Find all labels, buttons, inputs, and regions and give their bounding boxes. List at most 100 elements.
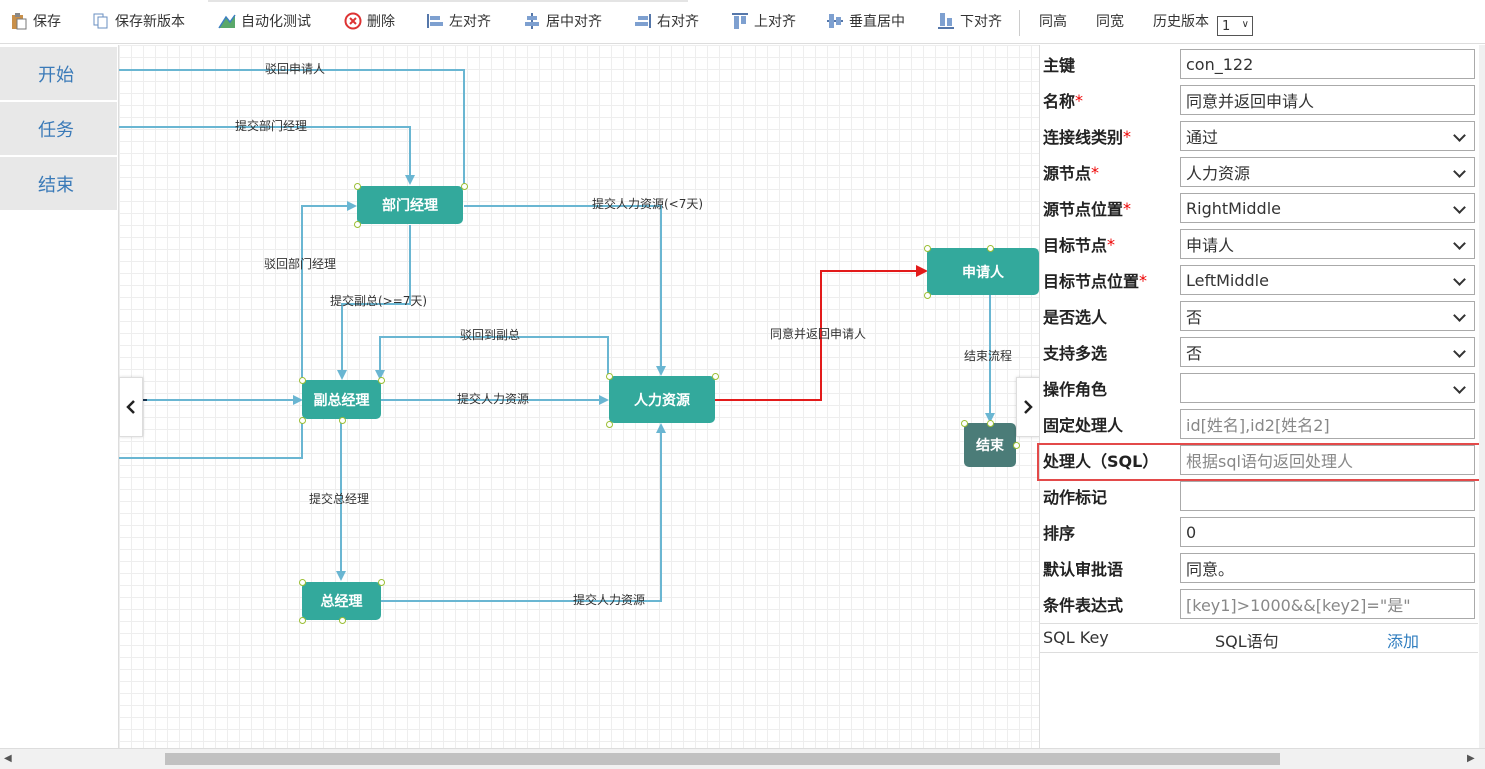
prop-action-mark-input[interactable]: [1180, 481, 1475, 511]
copy-icon: [93, 13, 108, 29]
prop-select-person-row: 是否选人 否: [1040, 298, 1478, 334]
prop-select-person-select[interactable]: 否: [1180, 301, 1475, 331]
prop-order-input[interactable]: 0: [1180, 517, 1475, 547]
node-handle[interactable]: [354, 221, 361, 228]
node-handle[interactable]: [987, 420, 994, 427]
node-end[interactable]: 结束: [964, 423, 1016, 467]
edge-agree-return-selected[interactable]: [715, 265, 928, 401]
delete-label: 删除: [367, 14, 395, 30]
horizontal-scroll-thumb[interactable]: [165, 753, 1280, 765]
node-handle[interactable]: [299, 617, 306, 624]
node-dept-manager[interactable]: 部门经理: [357, 186, 463, 224]
prop-target-pos-select[interactable]: LeftMiddle: [1180, 265, 1475, 295]
collapse-right-button[interactable]: [1016, 377, 1039, 437]
palette-item-task[interactable]: 任务: [0, 102, 117, 156]
align-left-icon: [427, 14, 443, 28]
edge-label-submit-dept: 提交部门经理: [235, 119, 308, 133]
node-handle[interactable]: [961, 420, 968, 427]
auto-test-button[interactable]: 自动化测试: [218, 9, 311, 33]
node-vice-manager[interactable]: 副总经理: [302, 380, 381, 419]
prop-condition-row: 条件表达式 [key1]>1000&&[key2]="是": [1040, 586, 1478, 622]
align-bottom-icon: [938, 13, 954, 29]
delete-button[interactable]: 删除: [344, 9, 395, 33]
align-bottom-label: 下对齐: [960, 14, 1002, 30]
prop-action-mark-label: 动作标记: [1043, 488, 1108, 507]
prop-name-input[interactable]: 同意并返回申请人: [1180, 85, 1475, 115]
prop-line-type-select[interactable]: 通过: [1180, 121, 1475, 151]
edge-label-agree-return: 同意并返回申请人: [770, 327, 867, 341]
align-middle-button[interactable]: 垂直居中: [826, 9, 905, 33]
node-handle[interactable]: [461, 183, 468, 190]
prop-role-select[interactable]: [1180, 373, 1475, 403]
align-bottom-button[interactable]: 下对齐: [937, 9, 1002, 33]
align-left-button[interactable]: 左对齐: [426, 9, 491, 33]
node-handle[interactable]: [924, 245, 931, 252]
edge-submit-vice[interactable]: [337, 225, 411, 380]
chevron-right-icon: [1024, 400, 1033, 414]
node-general-manager[interactable]: 总经理: [302, 582, 381, 620]
prop-condition-input[interactable]: [key1]>1000&&[key2]="是": [1180, 589, 1475, 619]
toolbar-separator: [1019, 10, 1020, 36]
node-handle[interactable]: [299, 377, 306, 384]
save-button[interactable]: 保存: [10, 9, 61, 33]
palette-item-start[interactable]: 开始: [0, 47, 117, 101]
collapse-left-button[interactable]: [119, 377, 143, 437]
align-middle-label: 垂直居中: [849, 14, 905, 30]
edge-reject-dept[interactable]: [301, 201, 357, 380]
node-handle[interactable]: [339, 417, 346, 424]
same-height-button[interactable]: 同高: [1039, 9, 1067, 33]
node-handle[interactable]: [299, 417, 306, 424]
edge-reject-vice[interactable]: [375, 336, 609, 380]
flow-canvas[interactable]: 驳回申请人 提交部门经理 提交人力资源(<7天) 驳回部门经理 提交副总(>=7…: [119, 45, 1039, 748]
node-handle[interactable]: [339, 617, 346, 624]
save-label: 保存: [33, 14, 61, 30]
edge-submit-hr-from-gm[interactable]: [381, 423, 666, 602]
palette-item-end[interactable]: 结束: [0, 157, 117, 211]
prop-sql-handler-label: 处理人（SQL）: [1043, 452, 1159, 471]
node-handle[interactable]: [299, 579, 306, 586]
edge-submit-dept[interactable]: [119, 126, 415, 185]
prop-source-node-select[interactable]: 人力资源: [1180, 157, 1475, 187]
history-version-value: 1: [1222, 18, 1231, 34]
node-hr[interactable]: 人力资源: [609, 376, 715, 423]
vertical-scrollbar[interactable]: [1479, 45, 1485, 748]
align-right-button[interactable]: 右对齐: [634, 9, 699, 33]
node-handle[interactable]: [1013, 442, 1020, 449]
history-version-select[interactable]: 1 ∨: [1217, 16, 1253, 36]
scroll-right-arrow-icon[interactable]: ▶: [1467, 753, 1475, 764]
edge-reject-applicant[interactable]: [119, 69, 465, 185]
align-center-icon: [525, 13, 539, 29]
prop-fixed-handler-input[interactable]: id[姓名],id2[姓名2]: [1180, 409, 1475, 439]
same-width-button[interactable]: 同宽: [1096, 9, 1124, 33]
edge-label-submit-hr-from-gm: 提交人力资源: [573, 593, 646, 607]
sql-col-key: SQL Key: [1043, 628, 1109, 647]
node-handle[interactable]: [924, 292, 931, 299]
node-handle[interactable]: [712, 373, 719, 380]
prop-sql-handler-input[interactable]: 根据sql语句返回处理人: [1180, 445, 1475, 475]
prop-source-pos-select[interactable]: RightMiddle: [1180, 193, 1475, 223]
prop-key-input[interactable]: con_122: [1180, 49, 1475, 79]
align-center-button[interactable]: 居中对齐: [523, 9, 602, 33]
save-new-version-button[interactable]: 保存新版本: [92, 9, 185, 33]
node-handle[interactable]: [378, 377, 385, 384]
node-handle[interactable]: [606, 373, 613, 380]
horizontal-scrollbar[interactable]: ◀ ▶: [0, 748, 1485, 769]
history-version-label: 历史版本: [1153, 9, 1209, 33]
node-handle[interactable]: [987, 245, 994, 252]
node-handle[interactable]: [378, 579, 385, 586]
prop-default-comment-input[interactable]: 同意。: [1180, 553, 1475, 583]
node-handle[interactable]: [606, 421, 613, 428]
edge-left-incoming[interactable]: [119, 421, 303, 459]
sql-add-link[interactable]: 添加: [1387, 632, 1420, 651]
scroll-left-arrow-icon[interactable]: ◀: [4, 753, 12, 764]
prop-target-node-row: 目标节点* 申请人: [1040, 226, 1478, 262]
node-applicant[interactable]: 申请人: [927, 248, 1039, 295]
edge-label-submit-vice: 提交副总(>=7天): [330, 294, 428, 308]
edge-submit-hr-lt7[interactable]: [464, 205, 666, 376]
align-center-label: 居中对齐: [546, 14, 602, 30]
align-top-button[interactable]: 上对齐: [731, 9, 796, 33]
node-handle[interactable]: [354, 183, 361, 190]
prop-multi-select-select[interactable]: 否: [1180, 337, 1475, 367]
sql-table-header: SQL Key SQL语句 添加: [1040, 623, 1478, 653]
prop-target-node-select[interactable]: 申请人: [1180, 229, 1475, 259]
